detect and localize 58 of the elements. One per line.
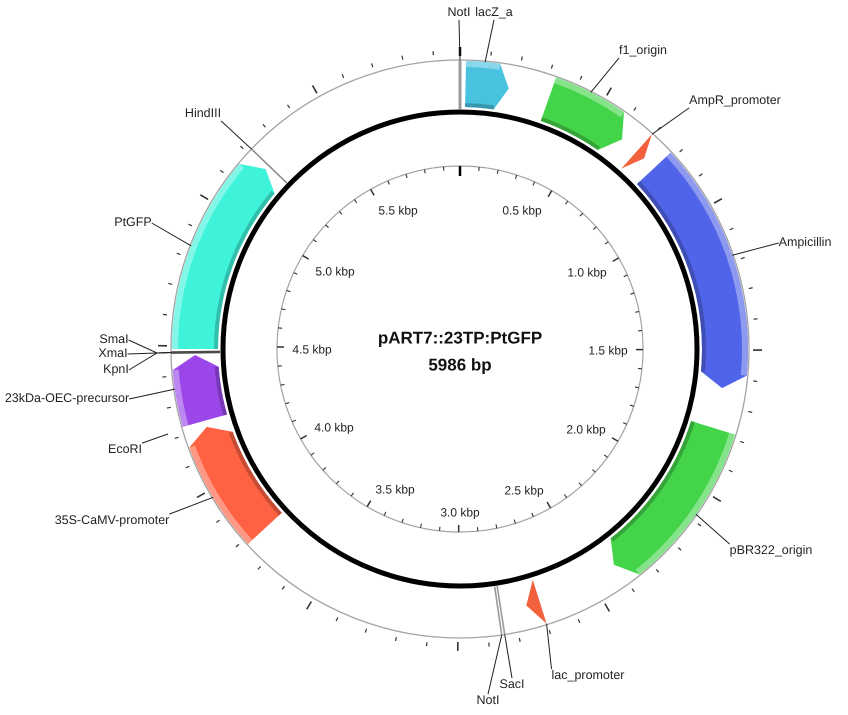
- feature-label: pBR322_origin: [730, 544, 812, 558]
- feature-label: Ampicillin: [778, 236, 832, 250]
- restriction-site-marker: [458, 60, 462, 109]
- restriction-site-marker: [496, 586, 506, 635]
- gene-feature-segment: [540, 78, 624, 150]
- scale-label: 4.0 kbp: [314, 421, 354, 435]
- leader-line: [695, 514, 730, 545]
- leader-line: [732, 242, 780, 256]
- restriction-site-marker: [494, 586, 503, 636]
- scale-label: 5.0 kbp: [315, 265, 355, 279]
- promoter-triangle: [526, 580, 547, 624]
- scale-label: 4.5 kbp: [292, 343, 332, 357]
- leader-line: [590, 57, 620, 93]
- site-label: SmaI: [99, 333, 129, 347]
- leader-line: [484, 19, 494, 63]
- scale-label: 3.5 kbp: [375, 483, 415, 497]
- scale-label: 0.5 kbp: [502, 204, 542, 218]
- feature-label: 23kDa-OEC-precursor: [4, 392, 130, 406]
- plasmid-size: 5986 bp: [428, 356, 492, 376]
- gene-feature-segment: [189, 426, 282, 544]
- feature-label: PtGFP: [114, 216, 152, 230]
- restriction-site-marker: [171, 350, 220, 354]
- leader-line: [128, 388, 176, 400]
- feature-label: f1_origin: [619, 44, 667, 58]
- leader-line: [458, 19, 460, 60]
- scale-label: 3.0 kbp: [440, 506, 480, 520]
- leader-line: [651, 107, 690, 135]
- leader-line: [546, 623, 552, 670]
- leader-line: [488, 634, 502, 695]
- feature-label: lac_promoter: [552, 669, 624, 683]
- leader-line: [151, 222, 192, 246]
- leader-line: [220, 120, 252, 150]
- leader-line: [142, 434, 168, 444]
- gene-feature-segment: [637, 152, 748, 388]
- feature-label: lacZ_a: [475, 6, 513, 20]
- scale-label: 1.0 kbp: [567, 266, 607, 280]
- leader-line: [168, 496, 214, 515]
- site-label: NotI: [476, 694, 500, 708]
- scale-label: 2.0 kbp: [566, 423, 606, 437]
- feature-label: 35S-CaMV-promoter: [54, 514, 170, 528]
- site-label: SacI: [500, 678, 524, 692]
- site-label: EcoRI: [108, 443, 142, 457]
- scale-label: 2.5 kbp: [504, 484, 544, 498]
- site-label: XmaI: [98, 347, 128, 361]
- plasmid-name: pART7::23TP:PtGFP: [378, 330, 542, 348]
- feature-label: AmpR_promoter: [689, 94, 781, 108]
- promoter-triangle: [621, 134, 652, 169]
- leader-line: [504, 634, 512, 679]
- restriction-site-marker: [250, 148, 288, 184]
- scale-label: 5.5 kbp: [378, 204, 418, 218]
- site-label: KpnI: [103, 363, 129, 377]
- leader-line: [128, 352, 172, 370]
- site-label: HindIII: [184, 107, 222, 121]
- gene-feature-segment: [172, 164, 275, 349]
- site-label: NotI: [448, 6, 470, 20]
- scale-label: 1.5 kbp: [588, 344, 628, 358]
- gene-feature-segment: [172, 355, 228, 427]
- gene-feature-segment: [465, 61, 509, 110]
